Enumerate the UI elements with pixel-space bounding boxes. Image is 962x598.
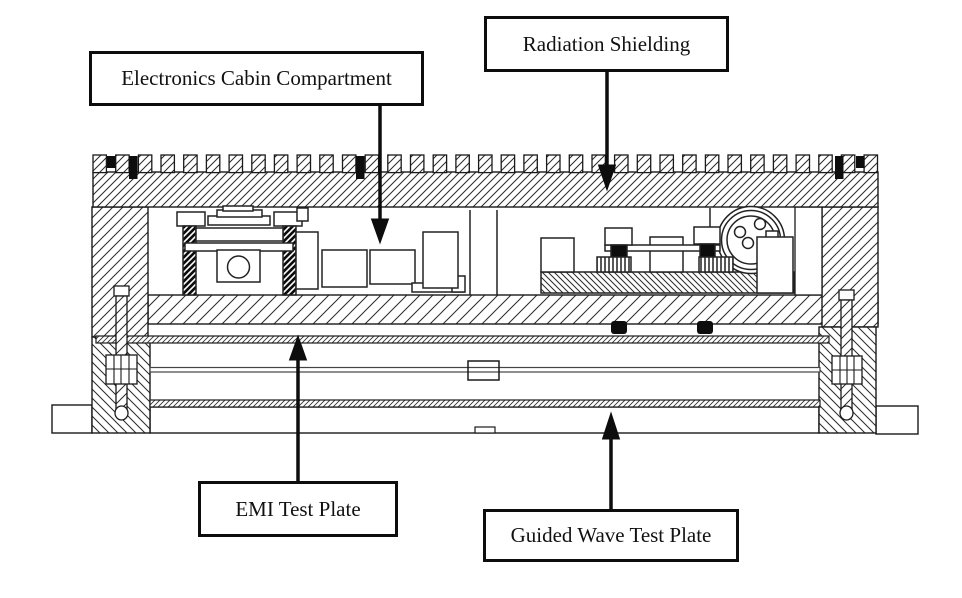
- guided-wave-test-plate-body: [51, 404, 919, 435]
- right-spacer-column: [794, 206, 823, 296]
- lens-port: [226, 255, 251, 279]
- threaded-standoff-right: [282, 225, 297, 296]
- middle-sensor-plate: [149, 360, 821, 381]
- underfloor-screw-heads: [611, 321, 713, 334]
- right-mounting-bolt: [831, 289, 863, 421]
- label-emi-test-plate: EMI Test Plate: [198, 481, 398, 537]
- shielding-fins: [92, 154, 879, 174]
- label-radiation-shielding: Radiation Shielding: [484, 16, 729, 72]
- label-guided-wave-test-plate: Guided Wave Test Plate: [483, 509, 739, 562]
- partition-wall: [469, 210, 498, 295]
- alignment-tab: [474, 426, 496, 434]
- connector-housing: [756, 236, 794, 294]
- electronics-components: [176, 205, 795, 296]
- threaded-standoff-left: [182, 225, 197, 296]
- left-instrument-assembly: [176, 205, 319, 296]
- label-electronics-cabin-compartment-text: Electronics Cabin Compartment: [121, 66, 392, 90]
- emi-test-plate-arrow: [288, 334, 308, 481]
- right-instrument-assembly: [540, 205, 795, 294]
- label-guided-wave-test-plate-text: Guided Wave Test Plate: [510, 523, 712, 547]
- guided-wave-test-plate-arrow: [601, 411, 621, 509]
- component-platform: [540, 271, 795, 294]
- standoff-screw-1: [596, 227, 633, 273]
- left-mounting-bolt: [105, 285, 138, 421]
- compartment-floor-plate: [147, 294, 879, 325]
- electronics-compartment-arrow: [370, 106, 390, 245]
- label-electronics-cabin-compartment: Electronics Cabin Compartment: [89, 51, 424, 106]
- guided-wave-plate-strip: [149, 399, 821, 408]
- standoff-screw-2: [693, 226, 734, 273]
- label-radiation-shielding-text: Radiation Shielding: [522, 31, 691, 56]
- radiation-shielding-plate: [92, 154, 879, 208]
- shielding-fasteners: [107, 156, 865, 179]
- sensor-block: [467, 360, 500, 381]
- emi-test-plate-strip: [95, 335, 830, 344]
- middle-circuit-modules: [321, 210, 498, 295]
- radiation-shielding-arrow: [597, 72, 617, 192]
- label-emi-test-plate-text: EMI Test Plate: [235, 496, 361, 521]
